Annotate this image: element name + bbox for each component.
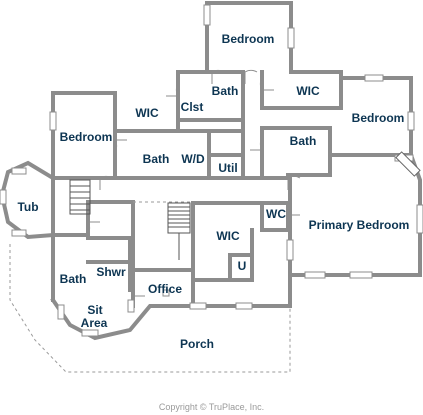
room-label-bath-center: Bath (143, 152, 170, 166)
room-label-wic-left: WIC (135, 106, 159, 120)
stairs (69, 179, 191, 260)
porch-outline (9, 201, 291, 373)
room-label-sit: Sit (87, 303, 102, 317)
room-label-area: Area (81, 316, 108, 330)
room-label-bath-right: Bath (290, 134, 317, 148)
room-label-u: U (238, 259, 247, 273)
room-label-bath-left: Bath (60, 272, 87, 286)
room-label-tub: Tub (17, 200, 38, 214)
room-label-clst: Clst (181, 100, 204, 114)
doors (87, 69, 301, 297)
room-label-wic-center: WIC (216, 229, 240, 243)
room-label-porch: Porch (180, 337, 214, 351)
windows (0, 4, 423, 337)
room-label-util: Util (218, 161, 237, 175)
room-label-wc: WC (266, 207, 286, 221)
fireplace-icon (395, 151, 421, 177)
copyright-text: Copyright © TruPlace, Inc. (158, 402, 265, 412)
room-label-primary-bedroom: Primary Bedroom (309, 218, 410, 232)
room-label-office: Office (148, 282, 182, 296)
room-label-bedroom-left: Bedroom (60, 130, 113, 144)
room-label-wic-upper-right: WIC (296, 84, 320, 98)
room-label-wd: W/D (181, 152, 205, 166)
room-label-bedroom-right: Bedroom (352, 111, 405, 125)
room-label-bath-upper-center: Bath (212, 84, 239, 98)
room-label-shwr: Shwr (96, 265, 126, 279)
room-label-bedroom-top: Bedroom (222, 32, 275, 46)
walls (0, 1, 422, 341)
